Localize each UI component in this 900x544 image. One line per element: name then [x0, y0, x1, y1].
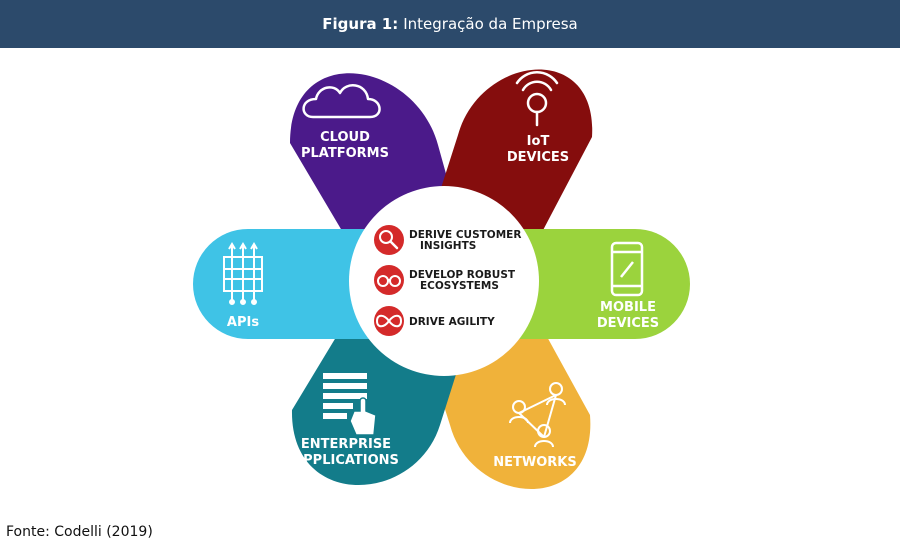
figure-title: Integração da Empresa: [403, 15, 578, 33]
center-item2-line1: DEVELOP ROBUST: [409, 269, 516, 281]
mobile-label-line1: MOBILE: [600, 300, 656, 315]
center-item-insights: DERIVE CUSTOMER INSIGHTS: [374, 225, 521, 255]
enterprise-label-line1: ENTERPRISE: [301, 437, 391, 452]
iot-label-line2: DEVICES: [507, 150, 569, 165]
iot-label-line1: IoT: [527, 134, 550, 149]
center-item1-line1: DERIVE CUSTOMER: [409, 229, 521, 241]
center-item2-line2: ECOSYSTEMS: [420, 280, 499, 292]
cloud-icon: [302, 84, 381, 119]
magnifier-icon: [374, 225, 404, 255]
enterprise-integration-diagram: CLOUD PLATFORMS IoT DEVICES NETWORKS: [193, 69, 690, 489]
apis-label: APIs: [227, 315, 259, 330]
figure-source: Fonte: Codelli (2019): [6, 524, 153, 540]
enterprise-label-line2: APPLICATIONS: [293, 453, 399, 468]
figure-label: Figura 1:: [322, 15, 399, 33]
mobile-label-line2: DEVICES: [597, 316, 659, 331]
document-touch-icon: [323, 373, 377, 436]
figure-header: Figura 1: Integração da Empresa: [0, 0, 900, 48]
cloud-label-line2: PLATFORMS: [301, 146, 389, 161]
cloud-label-line1: CLOUD: [320, 130, 370, 145]
api-connector-icon: [223, 242, 263, 305]
center-item-agility: DRIVE AGILITY: [374, 306, 495, 336]
network-people-icon: [509, 382, 566, 448]
smartphone-icon: [610, 241, 644, 297]
networks-label: NETWORKS: [493, 455, 576, 470]
center-item1-line2: INSIGHTS: [420, 240, 476, 252]
center-circle: DERIVE CUSTOMER INSIGHTS DEVELOP ROBUST …: [349, 186, 539, 376]
center-item-ecosystems: DEVELOP ROBUST ECOSYSTEMS: [374, 265, 516, 295]
wifi-sensor-icon: [515, 71, 559, 127]
center-item3-line1: DRIVE AGILITY: [409, 316, 495, 328]
